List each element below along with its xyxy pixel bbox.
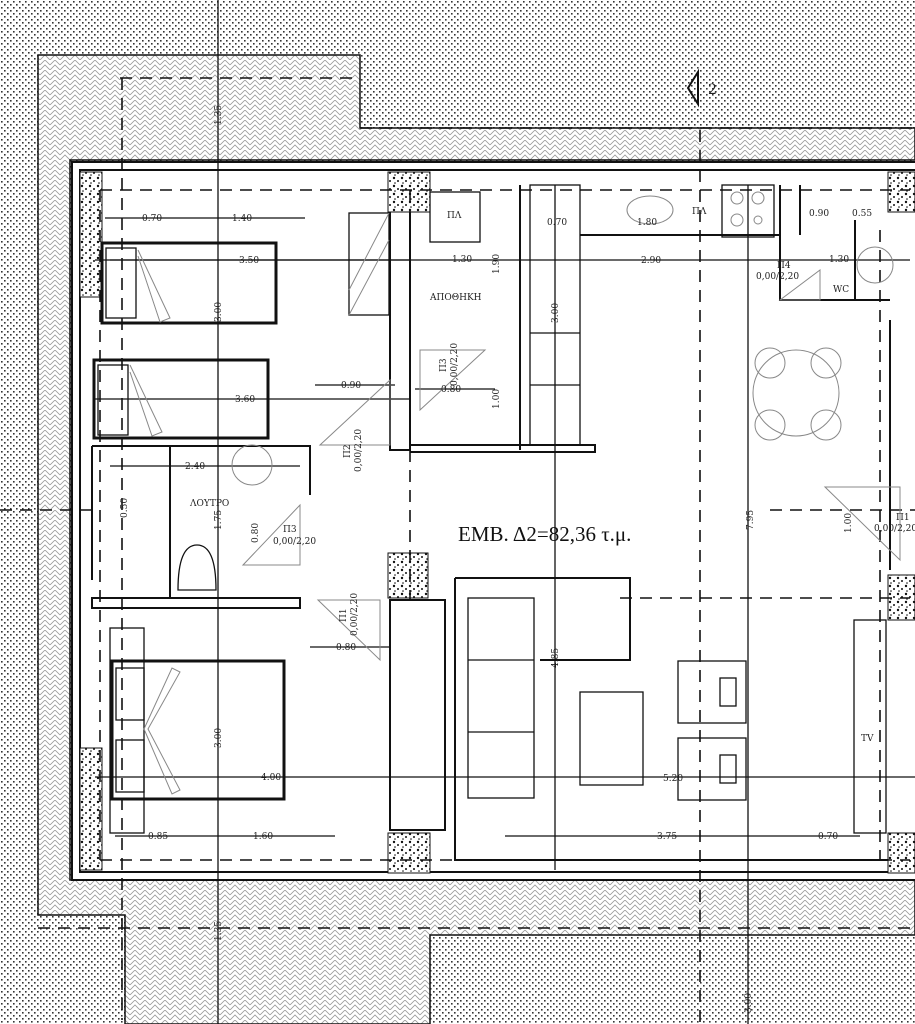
- bed-single-1: [100, 241, 278, 325]
- dimension-labels: 0.70 1.40 3.50 3.60 3.00 0.90 0.80 1.30 …: [120, 105, 872, 1013]
- dim: 0.80: [251, 523, 261, 543]
- north-marker-label: 2: [708, 82, 717, 98]
- dim: 4.85: [551, 648, 561, 668]
- washer-label-2: ΠΛ: [692, 207, 707, 217]
- door-id: Π3: [439, 358, 449, 372]
- door-size: 0,00/2,20: [354, 429, 364, 472]
- bed-double: [109, 627, 286, 834]
- dining-table: [752, 347, 842, 441]
- armchairs: [677, 660, 747, 801]
- door-id: Π3: [283, 525, 297, 535]
- north-arrow-icon: [686, 68, 699, 108]
- wardrobe: [348, 212, 390, 316]
- door-size: 0,00/2,20: [756, 272, 799, 282]
- door-id: Π1: [896, 513, 910, 523]
- dim: 3.75: [657, 832, 677, 842]
- dim: 3.00: [214, 302, 224, 322]
- tv-label: TV: [861, 734, 874, 744]
- dim: 2.90: [641, 256, 661, 266]
- washer-box: [429, 191, 481, 243]
- coffee-table: [579, 691, 644, 786]
- bed-single-2: [92, 358, 270, 440]
- building-interior: [72, 162, 915, 880]
- dim: 0.85: [148, 832, 168, 842]
- dim: 0.80: [441, 385, 461, 395]
- dim: 0.70: [818, 832, 838, 842]
- toilet-bath: [177, 444, 273, 591]
- door-size: 0,00/2,20: [450, 343, 460, 386]
- dim: 1.60: [253, 832, 273, 842]
- dim: 4.00: [261, 773, 281, 783]
- outer-wall: [71, 161, 915, 881]
- dimension-lines: [95, 0, 915, 1024]
- dim: 1.80: [637, 218, 657, 228]
- dim: 3.00: [551, 303, 561, 323]
- area-title: ΕΜΒ. Δ2=82,36 τ.μ.: [458, 522, 631, 546]
- columns: [79, 171, 915, 874]
- door-id: Π2: [343, 444, 353, 458]
- door-id: Π1: [339, 608, 349, 622]
- dim: 1.40: [232, 214, 252, 224]
- dim: 1.90: [492, 254, 502, 274]
- dim: 0.90: [809, 209, 829, 219]
- dim: 1.30: [452, 255, 472, 265]
- dim: 1.75: [214, 510, 224, 530]
- dim: 2.40: [185, 462, 205, 472]
- dim: 7.95: [746, 510, 756, 530]
- dim: 0.70: [142, 214, 162, 224]
- dim: 5.20: [663, 774, 683, 784]
- dim: 3.50: [239, 256, 259, 266]
- dim: 3.00: [214, 728, 224, 748]
- door-size: 0,00/2,20: [350, 593, 360, 636]
- room-storage: ΑΠΟΘΗΚΗ: [429, 293, 482, 303]
- door-size: 0,00/2,20: [273, 537, 316, 547]
- dim: 0.50: [120, 498, 130, 518]
- dim: 1.30: [829, 255, 849, 265]
- dim: 3.60: [235, 395, 255, 405]
- sofa: [467, 597, 535, 799]
- dim: 0.55: [852, 209, 872, 219]
- door-swings: [241, 269, 901, 662]
- dim: 1.35: [214, 921, 224, 941]
- door-size: 0,00/2,20: [874, 524, 915, 534]
- room-wc: WC: [833, 285, 849, 295]
- dim: 0.80: [336, 643, 356, 653]
- axis-lines: [0, 77, 915, 1024]
- door-id: Π4: [777, 261, 791, 271]
- dim: 0.70: [547, 218, 567, 228]
- tv-unit: [853, 619, 887, 834]
- dim: 1.00: [492, 389, 502, 409]
- dim: 3.00: [744, 993, 754, 1013]
- dim: 1.00: [844, 513, 854, 533]
- toilet-wc: [856, 246, 894, 284]
- inner-wall-line: [79, 169, 915, 873]
- dim: 0.90: [341, 381, 361, 391]
- room-bathroom: ΛΟΥΤΡΟ: [189, 499, 229, 509]
- washer-label-1: ΠΛ: [447, 211, 462, 221]
- dim: 1.35: [214, 105, 224, 125]
- kitchen-counter: [529, 184, 775, 446]
